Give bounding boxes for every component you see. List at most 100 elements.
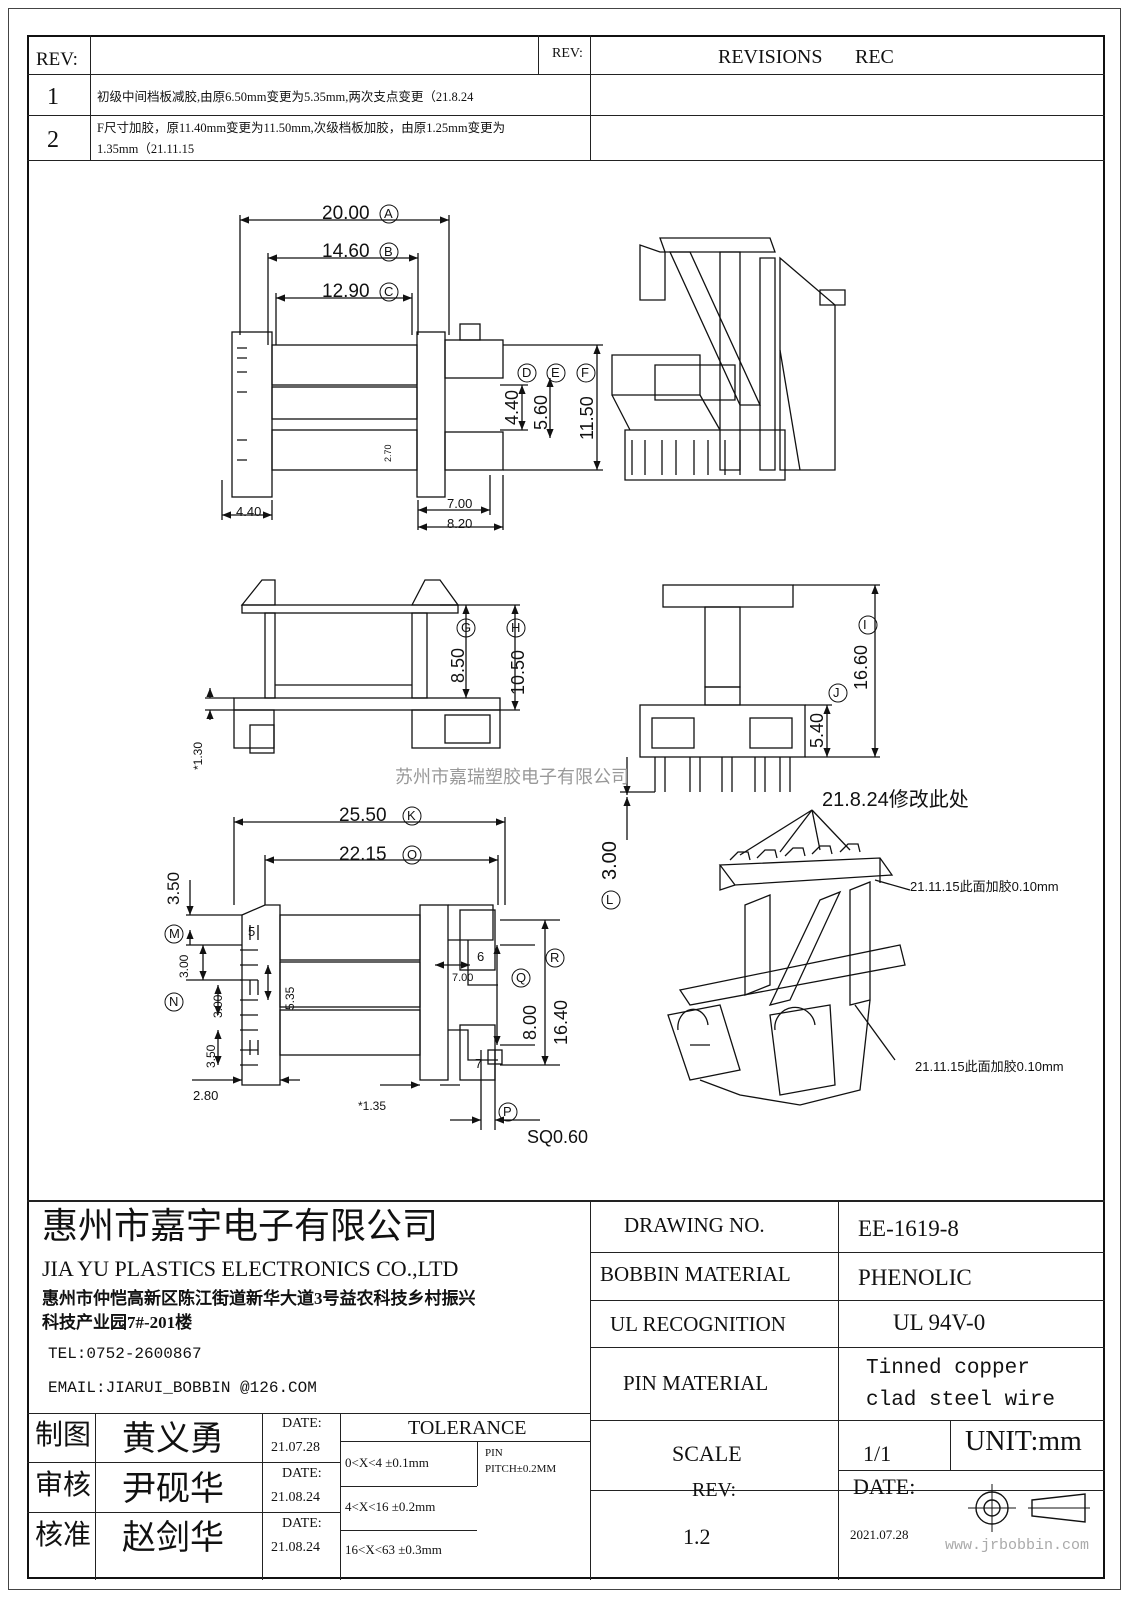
label-o: O [407,847,418,862]
dimension-700b: 7.00 [452,972,474,984]
pin-material-label: PIN MATERIAL [623,1371,769,1395]
dimension-o: 22.15 [339,844,387,865]
signoff-role: 审核 [35,1470,92,1501]
dimension-g: 8.50 [448,647,468,683]
signoff-date-label: DATE: [282,1466,322,1481]
label-e: E [551,365,560,380]
revision-text: 初级中间档板减胶,由原6.50mm变更为5.35mm,两次支点变更（21.8.2… [97,90,474,104]
dimension-535: 5.35 [283,986,297,1010]
label-k: K [407,808,416,823]
isometric-view-bottom [667,843,906,1106]
dimension-700: 7.00 [447,496,473,511]
company-address-line1: 惠州市仲恺高新区陈江街道新华大道3号益农科技乡村振兴 [42,1289,476,1308]
tolerance-row: 16<X<63 ±0.3mm [345,1542,442,1557]
top-view [221,215,603,531]
drawing-no: EE-1619-8 [858,1216,959,1241]
label-c: C [384,284,394,299]
website-watermark: www.jrbobbin.com [945,1537,1090,1554]
revision-text-line2: 1.35mm（21.11.15 [97,142,195,156]
dimension-440-bottom: 4.40 [236,504,262,519]
label-m: M [169,926,180,941]
drawing-area [164,204,911,1130]
bottom-view [186,817,560,1130]
label-j: J [833,685,840,700]
front-view [205,579,520,754]
drawing-border [27,35,1105,1579]
tolerance-title: TOLERANCE [408,1417,527,1439]
watermark: 苏州市嘉瑞塑胶电子有限公司 [395,767,629,787]
outer-frame [8,8,1121,1590]
rev-label: REV: [692,1479,737,1501]
company-address-line2: 科技产业园7#-201楼 [42,1313,193,1332]
tolerance-row: 4<X<16 ±0.2mm [345,1499,436,1514]
projection-symbol-icon [968,1484,1090,1532]
annotation-leaders [739,809,911,1061]
dimension-n: 3.00 [177,954,191,978]
dimension-e: 5.60 [531,394,551,430]
label-p: P [503,1104,512,1119]
label-f: F [581,365,589,380]
signoff-date-label: DATE: [282,1516,322,1531]
dimension-p: SQ0.60 [527,1127,589,1147]
label-d: D [522,365,532,380]
label-g: G [461,620,472,635]
dimension-b: 14.60 [322,241,370,262]
label-b: B [384,244,393,259]
signoff-date: 21.08.24 [271,1540,320,1555]
signoff-name: 尹砚华 [122,1471,224,1508]
pin-label: PIN [485,1447,503,1459]
dimension-820: 8.20 [447,516,473,531]
company-name-en: JIA YU PLASTICS ELECTRONICS CO.,LTD [42,1256,459,1281]
add-glue-note-2: 21.11.15此面加胶0.10mm [915,1059,1064,1074]
dimension-135: *1.35 [358,1099,387,1113]
dimension-a: 20.00 [322,203,370,224]
dimension-h: 10.50 [508,649,528,695]
signoff-name: 黄义勇 [122,1421,224,1458]
dimension-280: 2.80 [193,1088,219,1103]
label-a: A [384,206,393,221]
label-h: H [511,620,521,635]
date-label: DATE: [853,1474,916,1499]
isometric-view-top [611,237,846,481]
dimension-f: 11.50 [577,396,597,440]
dimension-k: 25.50 [339,805,387,826]
label-l: L [606,892,614,907]
revision-number: 2 [47,127,59,153]
dimension-m: 3.50 [164,871,183,905]
dimension-j: 5.40 [807,712,827,748]
ul-recognition: UL 94V-0 [893,1310,986,1335]
pin-7-label: 7 [475,1056,483,1071]
dimension-300b: 3.00 [211,994,225,1018]
dimension-r: 16.40 [551,999,571,1045]
bobbin-material: PHENOLIC [858,1265,972,1290]
label-r: R [550,950,560,965]
label-i: I [863,617,867,632]
pin-material-line1: Tinned copper [866,1357,1030,1380]
side-view [620,584,880,840]
dimension-l: 3.00 [599,841,621,880]
pin-pitch: PITCH±0.2MM [485,1463,557,1475]
label-n: N [169,994,179,1009]
bobbin-material-label: BOBBIN MATERIAL [600,1262,791,1286]
dimension-i: 16.60 [851,644,871,690]
label-circles [164,204,878,1122]
signoff-date: 21.07.28 [271,1440,320,1455]
rev-header-right: REV: [552,46,583,61]
signoff-date-label: DATE: [282,1416,322,1431]
label-q: Q [516,970,527,985]
pin-material-line2: clad steel wire [866,1389,1056,1412]
date-value: 2021.07.28 [850,1527,909,1542]
dimension-270: 2.70 [383,444,393,462]
revision-number: 1 [47,84,59,110]
unit-label: UNIT:mm [965,1426,1082,1457]
dimension-d: 4.40 [502,389,522,425]
rev-header: REV: [36,49,78,70]
signoff-role: 核准 [35,1520,92,1551]
dimension-350: 3.50 [204,1044,218,1068]
modify-note: 21.8.24修改此处 [822,789,969,811]
pin-5-label: 5 [248,924,256,939]
pin-6-label: 6 [477,949,485,964]
company-name-cn: 惠州市嘉宇电子有限公司 [42,1206,439,1246]
dimension-c: 12.90 [322,281,370,302]
signoff-date: 21.08.24 [271,1490,320,1505]
